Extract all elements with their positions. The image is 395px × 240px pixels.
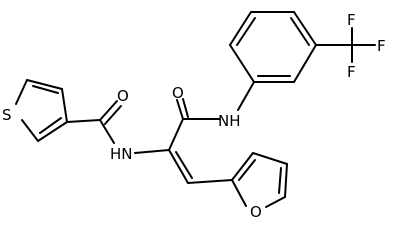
bond-ph-4-5-inner [290, 17, 310, 46]
left-amide [66, 100, 170, 154]
atom-o-left-carbonyl: O [117, 87, 129, 105]
bond-beta-furan [187, 179, 233, 184]
bond-nh-phenyl [237, 81, 255, 111]
atom-nh-right: NH [218, 112, 241, 130]
atom-hn-left: HN [110, 145, 133, 163]
bond-c4-c5-inner [39, 117, 62, 134]
atom-o-right-carbonyl: O [172, 84, 184, 102]
bond-alpha-beta-inner [175, 151, 193, 179]
furan-ring [231, 152, 288, 208]
bond-ph-2-3-inner [236, 17, 256, 46]
phenyl-ring [229, 11, 317, 111]
atom-f-top: F [347, 11, 356, 29]
bond-c5-s [21, 119, 39, 142]
bond-furan-c3-c4 [252, 152, 288, 165]
atom-o-furan: O [250, 203, 262, 221]
structure-canvas: S O HN O NH O F F F [2, 11, 386, 221]
trifluoromethyl [315, 27, 376, 63]
bond-carbonyl-n [99, 119, 115, 144]
bond-furan-c4-c5-inner [278, 167, 282, 194]
bond-carbonyl-o2-a [176, 99, 184, 120]
bond-carbonyl-o2-b [182, 98, 189, 118]
bond-furan-c2-c3-inner [238, 159, 256, 181]
bond-furan-c5-o [265, 196, 286, 208]
bond-c2-c3 [26, 79, 63, 90]
bond-c2-c3-inner [32, 85, 59, 94]
bond-s-c2 [15, 79, 28, 105]
bond-ph-2-3 [229, 11, 252, 46]
bond-alpha-carbonyl [168, 118, 184, 151]
bond-ph-5-6 [293, 44, 317, 83]
atom-f-bottom: F [347, 63, 356, 81]
backbone [168, 98, 233, 184]
bond-c3-c4 [61, 88, 68, 123]
bond-ring-carbonyl [66, 119, 101, 123]
bond-alpha-beta [168, 149, 189, 184]
bond-carbonyl-o-b [104, 105, 122, 125]
bond-c4-c5 [37, 121, 68, 142]
bond-ph-1-2 [229, 44, 255, 83]
atom-f-right: F [377, 37, 386, 55]
bond-n-alpha [134, 149, 170, 154]
atom-s: S [2, 106, 12, 124]
thiophene-ring [15, 79, 68, 142]
bond-furan-c4-c5 [284, 163, 288, 198]
bond-carbonyl-o-a [99, 100, 118, 121]
bond-ph-4-5 [293, 11, 317, 46]
bond-furan-c2-c3 [231, 152, 254, 181]
bond-furan-o-c2 [231, 179, 247, 207]
molecule-drawing: S O HN O NH O F F F [2, 11, 386, 221]
